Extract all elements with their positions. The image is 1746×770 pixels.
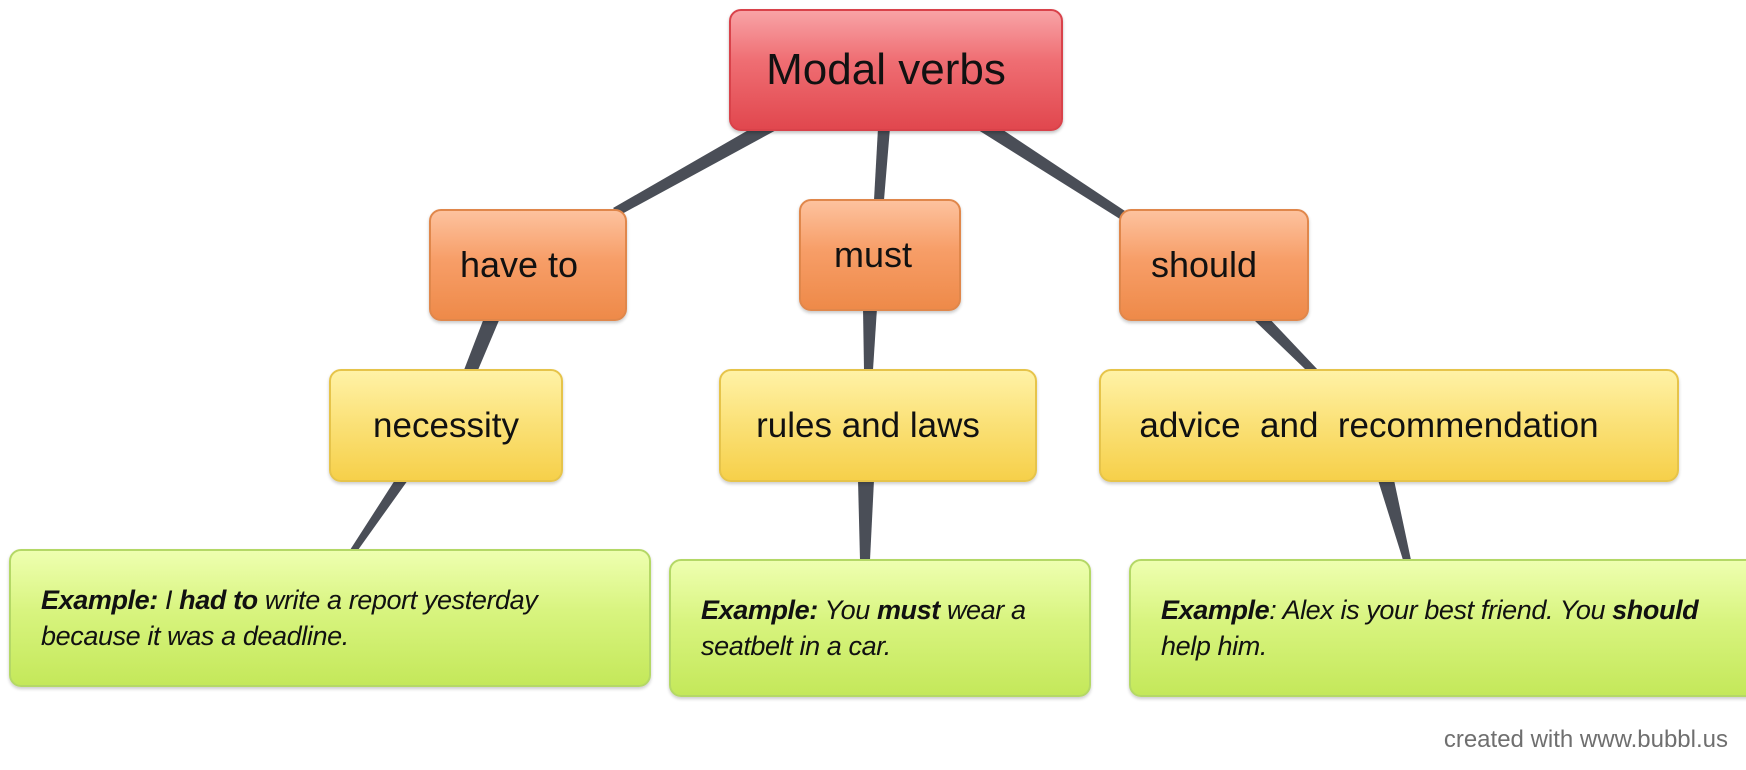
- example-node-text: Example: Alex is your best friend. You s…: [1161, 592, 1746, 664]
- credit-text: created with www.bubbl.us: [1443, 726, 1728, 753]
- connector-should-advice: [1254, 314, 1318, 370]
- meaning-node-necessity[interactable]: necessity: [329, 369, 563, 482]
- connector-have-to-necessity: [464, 318, 500, 370]
- connector-root-must: [874, 128, 890, 200]
- verb-node-must[interactable]: must: [799, 199, 961, 311]
- example-node-have-to[interactable]: Example: I had to write a report yesterd…: [9, 549, 651, 687]
- connector-necessity-example: [350, 480, 408, 550]
- root-node-label: Modal verbs: [766, 45, 1006, 94]
- example-node-text: Example: I had to write a report yesterd…: [41, 582, 633, 654]
- example-verb: had to: [179, 585, 258, 615]
- example-node-should[interactable]: Example: Alex is your best friend. You s…: [1129, 559, 1746, 697]
- example-verb: must: [876, 595, 940, 625]
- verb-node-label: have to: [459, 244, 579, 285]
- example-text: help him.: [1161, 631, 1267, 661]
- connector-root-have-to: [613, 128, 780, 215]
- meaning-node-advice-and-recommendation[interactable]: advice and recommendation: [1099, 369, 1679, 482]
- verb-node-have-to[interactable]: have to: [429, 209, 627, 321]
- example-text: write a report yesterday because it was …: [41, 585, 538, 651]
- verb-node-label: must: [833, 234, 912, 275]
- example-node-must[interactable]: Example: You must wear a seatbelt in a c…: [669, 559, 1091, 697]
- example-text: : Alex is your best friend. You: [1269, 595, 1613, 625]
- example-node-text: Example: You must wear a seatbelt in a c…: [701, 592, 1059, 664]
- meaning-node-label: necessity: [373, 405, 519, 445]
- meaning-node-label: advice and recommendation: [1139, 405, 1599, 445]
- verb-node-should[interactable]: should: [1119, 209, 1309, 321]
- meaning-node-rules-and-laws[interactable]: rules and laws: [719, 369, 1037, 482]
- root-node-modal-verbs[interactable]: Modal verbs: [729, 9, 1063, 131]
- connector-must-rules: [863, 308, 877, 370]
- example-text: I: [157, 585, 180, 615]
- connector-rules-example: [858, 480, 874, 560]
- example-verb: should: [1612, 595, 1699, 625]
- connector-root-should: [975, 128, 1128, 219]
- example-text: wear a seatbelt in a car.: [701, 595, 1026, 661]
- example-lead: Example:: [41, 585, 158, 615]
- verb-node-label: should: [1150, 244, 1258, 285]
- connector-advice-example: [1378, 480, 1411, 560]
- example-lead: Example: [1161, 595, 1270, 625]
- example-text: You: [817, 595, 877, 625]
- example-lead: Example:: [701, 595, 818, 625]
- meaning-node-label: rules and laws: [756, 405, 980, 445]
